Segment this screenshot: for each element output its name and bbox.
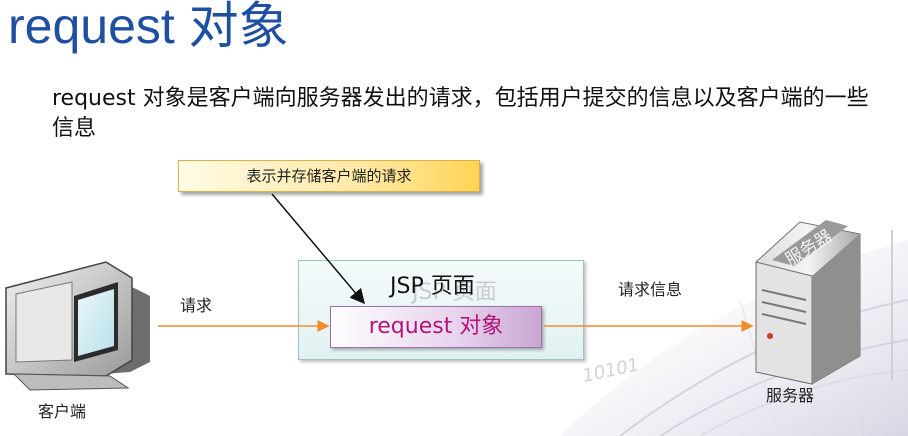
request-label: 请求	[180, 296, 213, 315]
request-info-label: 请求信息	[618, 280, 683, 299]
callout-pointer-arrow	[271, 193, 365, 305]
slide-title: request 对象	[8, 0, 289, 54]
jsp-page-title-shadow: JSP 页面	[412, 280, 497, 305]
client-computer-icon	[5, 261, 150, 391]
callout-box: 表示并存储客户端的请求	[178, 160, 480, 192]
client-label: 客户端	[38, 402, 87, 421]
request-object-box: request 对象	[330, 306, 542, 348]
jsp-page-title: JSP 页面	[390, 274, 475, 299]
server-icon	[755, 220, 861, 385]
slide-description: request 对象是客户端向服务器发出的请求，包括用户提交的信息以及客户端的一…	[52, 86, 869, 141]
server-label: 服务器	[766, 386, 815, 405]
